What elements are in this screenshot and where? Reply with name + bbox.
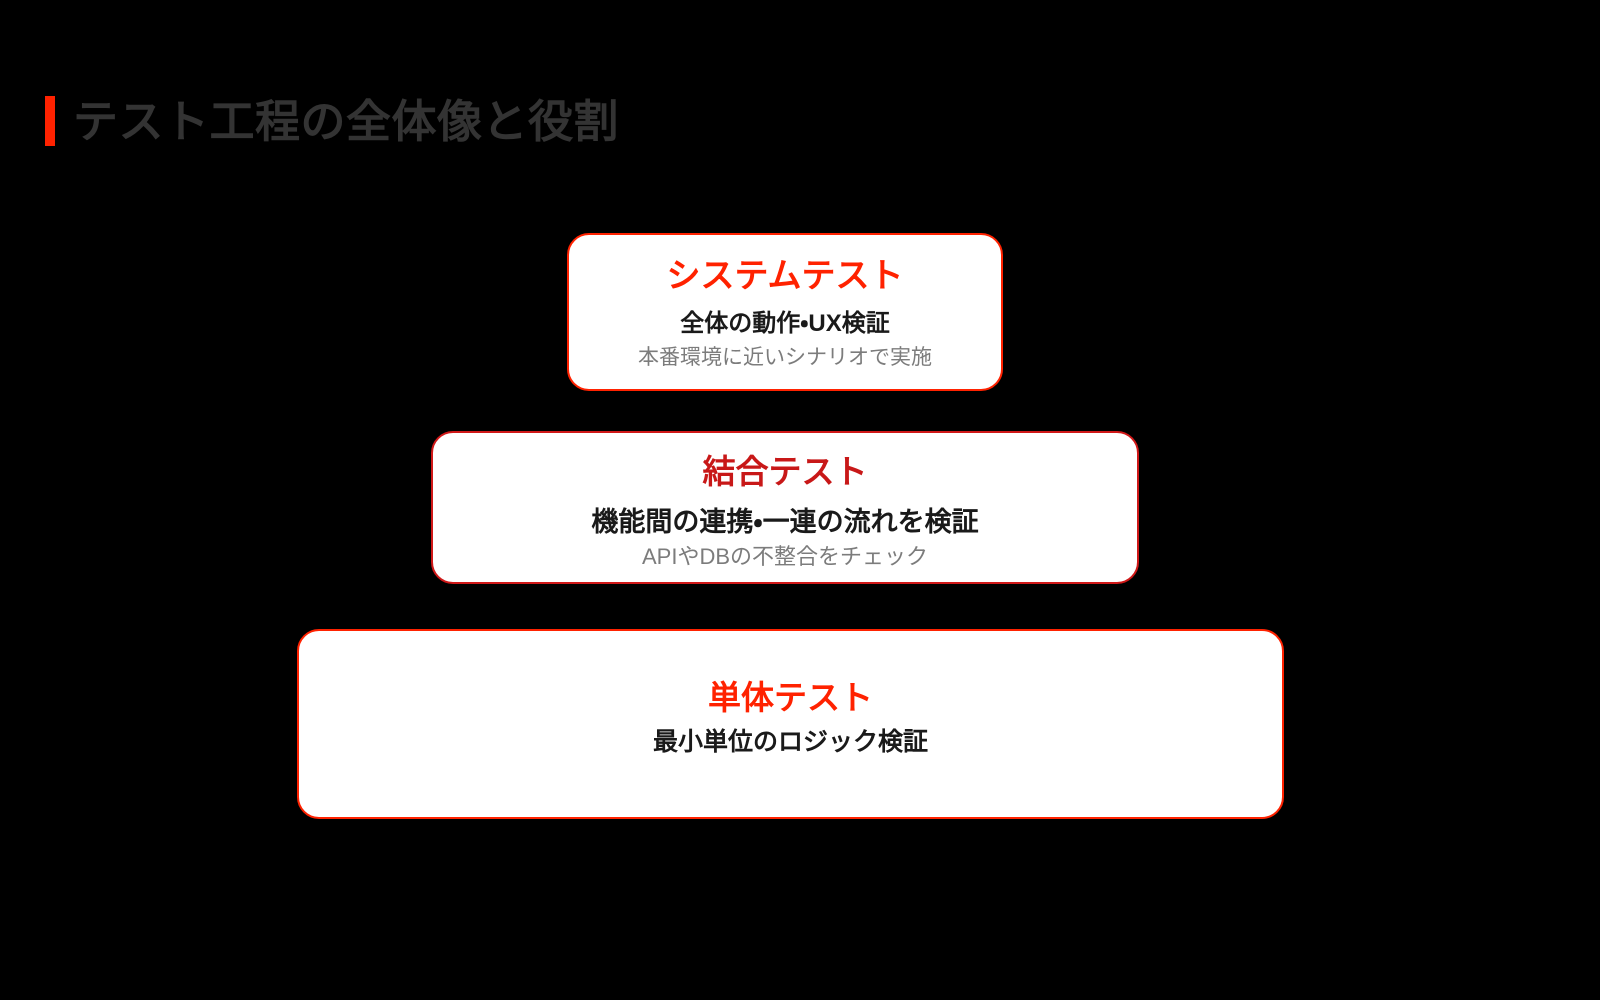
- page-title-block: テスト工程の全体像と役割: [45, 92, 619, 150]
- pyramid-card-main-text: 機能間の連携・一連の流れを検証: [591, 506, 979, 537]
- title-accent-bar-icon: [45, 96, 55, 146]
- page-title: テスト工程の全体像と役割: [73, 95, 620, 147]
- pyramid-card-title: システムテスト: [666, 257, 904, 295]
- pyramid-card-integration-test[interactable]: 結合テスト 機能間の連携・一連の流れを検証 APIやDBの不整合をチェック: [431, 431, 1139, 584]
- pyramid-card-sub-text: 本番環境に近いシナリオで実施: [638, 345, 932, 369]
- pyramid-card-system-test[interactable]: システムテスト 全体の動作・UX検証 本番環境に近いシナリオで実施: [567, 233, 1003, 391]
- pyramid-card-sub-text: APIやDBの不整合をチェック: [641, 544, 929, 570]
- pyramid-card-unit-test[interactable]: 単体テスト 最小単位のロジック検証: [297, 629, 1284, 819]
- pyramid-card-main-text: 最小単位のロジック検証: [652, 727, 928, 756]
- pyramid-card-title: 単体テスト: [708, 679, 873, 716]
- pyramid-card-main-text: 全体の動作・UX検証: [680, 310, 890, 338]
- pyramid-card-title: 結合テスト: [702, 453, 868, 490]
